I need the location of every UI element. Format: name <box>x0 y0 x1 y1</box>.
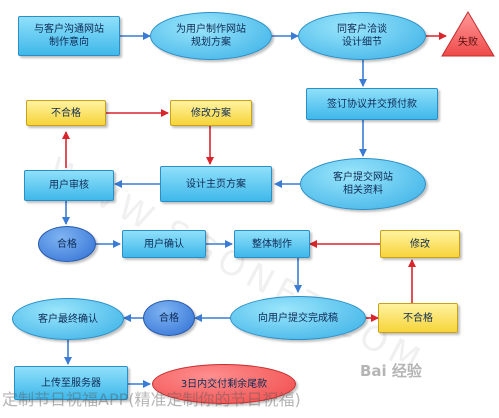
node-overall-production: 整体制作 <box>234 230 310 258</box>
failure-triangle-shape <box>441 11 495 57</box>
node-modify: 修改 <box>380 230 460 258</box>
node-user-review: 用户审核 <box>24 170 114 201</box>
node-submit-final-draft: 向用户提交完成稿 <box>230 296 366 340</box>
node-final-confirm: 客户最终确认 <box>12 298 124 340</box>
node-failure: 失败 <box>458 36 478 48</box>
node-pay-balance: 3日内交付剩余尾款 <box>152 364 296 404</box>
failure-triangle <box>441 11 495 57</box>
node-unqualified-1: 不合格 <box>26 100 106 126</box>
node-revise-plan: 修改方案 <box>170 100 252 126</box>
node-qualified-1: 合格 <box>38 226 96 262</box>
node-make-plan: 为用户制作网站 规划方案 <box>150 12 272 60</box>
node-design-homepage: 设计主页方案 <box>160 166 272 202</box>
flowchart-edges <box>62 32 447 388</box>
baidu-watermark: Bai 经验 <box>360 362 422 380</box>
node-discuss-details: 同客户洽谈 设计细节 <box>298 12 426 60</box>
node-qualified-2: 合格 <box>143 300 195 336</box>
node-unqualified-2: 不合格 <box>378 303 458 333</box>
node-communicate-intent: 与客户沟通网站 制作意向 <box>18 16 120 56</box>
footer-watermark: 定制节日祝福APP(精准定制你的节日祝福) <box>2 390 301 409</box>
node-submit-materials: 客户提交网站 相关资料 <box>300 158 426 210</box>
node-upload-server: 上传至服务器 <box>14 366 128 400</box>
node-sign-agreement: 签订协议并交预付款 <box>306 88 438 120</box>
node-user-confirm: 用户确认 <box>122 230 206 258</box>
